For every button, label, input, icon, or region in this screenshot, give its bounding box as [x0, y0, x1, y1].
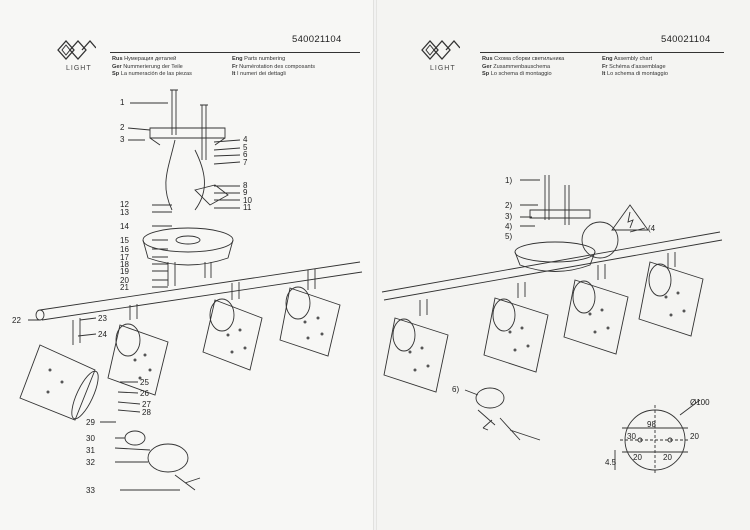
assembly-step: 5): [505, 232, 513, 241]
part-number: 27: [142, 400, 151, 409]
heading-fr: Fr Schéma d'assemblage: [602, 63, 666, 70]
part-number: 28: [142, 408, 151, 417]
heading-eng: Eng Parts numbering: [232, 56, 286, 62]
assembly-step: 6): [452, 385, 460, 394]
product-code-right: 540021104: [661, 34, 711, 45]
dimension-label: 20: [690, 432, 699, 441]
part-number: 22: [12, 316, 21, 325]
product-code-left: 540021104: [292, 34, 342, 45]
part-number: 33: [86, 486, 95, 495]
part-number: 5: [243, 143, 248, 152]
heading-ger: Ger Zusammenbauschema: [482, 63, 551, 70]
assembly-step: 2): [505, 201, 513, 210]
brand-name: LIGHT: [66, 65, 92, 72]
part-number: 2: [120, 123, 125, 132]
part-number: 21: [120, 283, 129, 292]
part-number: 18: [120, 260, 129, 269]
part-number: 25: [140, 378, 149, 387]
heading-rus: Rus Схома сборки светильника: [482, 56, 565, 62]
part-number: 6: [243, 150, 248, 159]
part-number: 29: [86, 418, 95, 427]
part-number: 7: [243, 158, 248, 167]
dimension-label: 30: [627, 432, 636, 441]
dimension-label: 98: [647, 420, 656, 429]
part-number: 12: [120, 200, 129, 209]
heading-fr: Fr Numérotation des composants: [232, 63, 316, 70]
part-number: 30: [86, 434, 95, 443]
assembly-step: (4: [648, 224, 656, 233]
part-number: 1: [120, 98, 125, 107]
heading-sp: Sp La numeración de las piezas: [112, 71, 192, 77]
brand-logo-right: LIGHT: [420, 36, 460, 76]
part-number: 9: [243, 188, 248, 197]
heading-sp: Sp Lo schema di montaggio: [482, 71, 552, 77]
assembly-step: 3): [505, 212, 513, 221]
part-number: 3: [120, 135, 125, 144]
part-number: 26: [140, 389, 149, 398]
part-number: 20: [120, 276, 129, 285]
brand-name: LIGHT: [430, 65, 456, 72]
part-number: 4: [243, 135, 248, 144]
part-number: 17: [120, 253, 129, 262]
part-number: 14: [120, 222, 129, 231]
assembly-step: 1): [505, 176, 513, 185]
part-number: 8: [243, 181, 248, 190]
heading-it: It Lo schema di montaggio: [602, 71, 668, 77]
part-number: 23: [98, 314, 107, 323]
part-number: 24: [98, 330, 107, 339]
right-page: [376, 0, 750, 530]
dimension-label: 20: [633, 453, 642, 462]
heading-ger: Ger Nummerierung der Teile: [112, 63, 183, 70]
heading-eng: Eng Assembly chart: [602, 56, 653, 62]
part-number: 11: [243, 203, 252, 212]
part-number: 32: [86, 458, 95, 467]
header-rule-left: [110, 52, 360, 53]
header-rule-right: [480, 52, 724, 53]
dimension-label: 20: [663, 453, 672, 462]
heading-rus: Rus Нумерация деталей: [112, 56, 177, 62]
part-number: 13: [120, 208, 129, 217]
brand-logo-icon: [57, 40, 96, 60]
heading-it: It I numeri dei dettagli: [232, 71, 286, 77]
part-number: 31: [86, 446, 95, 455]
part-number: 16: [120, 245, 129, 254]
brand-logo-left: LIGHT: [56, 36, 96, 76]
part-number: 15: [120, 236, 129, 245]
dimension-label: 4.5: [605, 458, 617, 467]
page-fold: [373, 0, 377, 530]
assembly-step: 4): [505, 222, 513, 231]
part-number: 19: [120, 267, 129, 276]
dimension-diameter: Ø100: [690, 398, 710, 407]
part-number: 10: [243, 196, 252, 205]
brand-logo-icon: [421, 40, 460, 60]
